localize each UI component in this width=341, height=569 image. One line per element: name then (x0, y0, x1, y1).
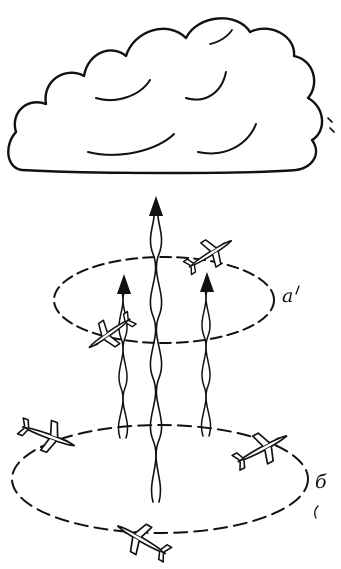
label-upper-prime-mark (296, 286, 299, 294)
cloud-icon (8, 18, 334, 173)
upper-flight-circle (54, 257, 274, 343)
label-upper-circle: а (282, 285, 293, 307)
updraft-left-arrow-icon (117, 274, 131, 438)
glider-icon-lower-bottom (110, 512, 176, 568)
label-lower-tick-mark (315, 506, 318, 518)
glider-icon-upper-left (81, 306, 140, 359)
updraft-right-arrow-icon (200, 272, 214, 436)
label-lower-circle: б (315, 471, 327, 493)
glider-icon-upper-right (180, 228, 239, 280)
updraft-center-arrow-icon (149, 196, 163, 502)
